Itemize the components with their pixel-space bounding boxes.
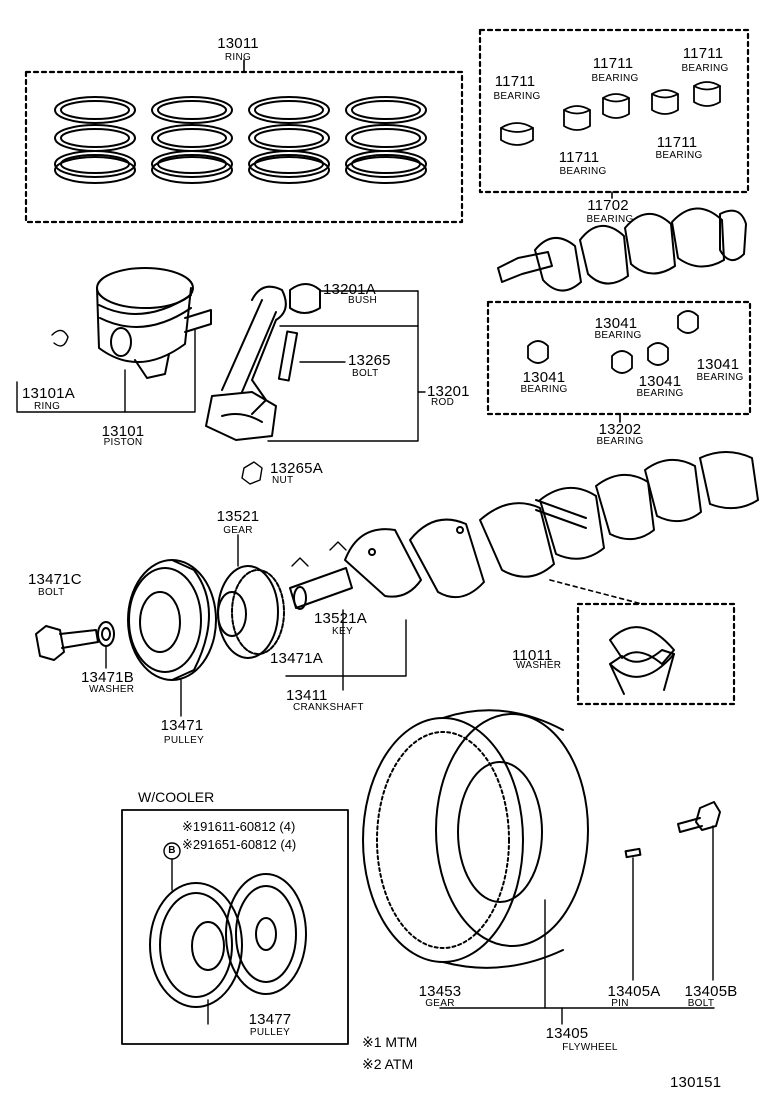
gear-name: GEAR (223, 525, 253, 536)
piston-number: 13101 (101, 423, 145, 440)
piston-leader-lines (16, 329, 196, 413)
bearing-a-name: BEARING (493, 91, 541, 102)
rod-bolt-number: 13265 (348, 352, 391, 369)
rod-bearing-a-name: BEARING (594, 330, 642, 341)
rod-bearing-a-number: 13041 (594, 315, 638, 332)
thrust-washer-number: 11011 (512, 647, 553, 664)
cooler-marker-label: B (168, 845, 176, 856)
rod-number: 13201 (427, 383, 470, 400)
crankshaft-name: CRANKSHAFT (293, 702, 364, 713)
bearing-b-name: BEARING (591, 73, 639, 84)
rod-bearing-box (486, 300, 752, 423)
bearing-e-number: 11711 (656, 134, 698, 151)
rod-bolt-name: BOLT (352, 368, 379, 379)
pulley-name: PULLEY (163, 735, 205, 746)
figure-number: 130151 (670, 1074, 722, 1091)
cooler-pulley-drawing (149, 842, 307, 1025)
rod-name: ROD (431, 397, 455, 408)
cooler-pulley-number: 13477 (248, 1011, 292, 1028)
flywheel-number: 13405 (545, 1025, 589, 1042)
crank-bearing-shells (500, 81, 721, 146)
rod-bearing-b-number: 13041 (522, 369, 566, 386)
cooler-pulley-name: PULLEY (249, 1027, 291, 1038)
rod-bearing-set-number: 13202 (598, 421, 642, 438)
pulley-number: 13471 (160, 717, 204, 734)
cooler-box-title: W/COOLER (138, 789, 215, 805)
fw-bolt-name: BOLT (687, 998, 715, 1009)
piston-ring-name: RING (34, 401, 61, 412)
cooler-box-frame (121, 809, 349, 1045)
ring-set-box (24, 59, 464, 224)
ring-gear-number: 13453 (418, 983, 462, 1000)
thrust-washer-box (549, 579, 736, 706)
ring-set-number: 13011 (217, 35, 259, 52)
bearing-c-name: BEARING (681, 63, 729, 74)
ring-set-name: RING (224, 52, 252, 63)
piston-ring-number: 13101A (22, 385, 75, 402)
ring-gear-name: GEAR (425, 998, 455, 1009)
key-number: 13521A (314, 610, 367, 627)
piston-name: PISTON (103, 437, 143, 448)
crankshaft-number: 13411 (286, 687, 328, 704)
note-2: ※2 ATM (362, 1056, 414, 1072)
thrust-washer-name: WASHER (516, 660, 562, 671)
timing-gear-drawing (217, 565, 285, 659)
nut-number: 13265A (270, 460, 323, 477)
bearing-a-number: 11711 (494, 73, 536, 90)
rod-bearing-set-name: BEARING (596, 436, 644, 447)
bearing-c-number: 11711 (682, 45, 724, 62)
gear-number: 13521 (216, 508, 260, 525)
note-1: ※1 MTM (362, 1034, 418, 1050)
pulley-bolt-drawing (35, 621, 115, 661)
pin-name: PIN (611, 998, 629, 1009)
key-name: KEY (332, 626, 353, 637)
crankshaft-leader-lines (105, 534, 407, 717)
main-bearing-number: 11702 (587, 197, 629, 214)
rod-bearing-c-number: 13041 (638, 373, 682, 390)
connecting-rod-drawing (205, 283, 321, 441)
rod-bearing-d-name: BEARING (696, 372, 744, 383)
main-bearing-name: BEARING (586, 214, 634, 225)
pulley-drawing (127, 559, 217, 681)
crank-bearing-box (478, 28, 750, 199)
bearing-d-name: BEARING (559, 166, 607, 177)
washer-number: 13471B (81, 669, 134, 686)
flywheel-drawing (362, 709, 589, 969)
pulley-bolt-name: BOLT (38, 587, 65, 598)
fw-bolt-number: 13405B (684, 983, 738, 1000)
bush-number: 13201A (323, 281, 376, 298)
crank-sub-number: 13471A (270, 650, 323, 667)
crankshaft-small-view (497, 207, 747, 292)
thrust-washer-drawing (609, 626, 675, 695)
nut-name: NUT (272, 475, 294, 486)
cooler-part-line-1: ※191611-60812 (4) (182, 819, 296, 834)
pin-number: 13405A (607, 983, 661, 1000)
bearing-b-number: 11711 (592, 55, 634, 72)
flywheel-name: FLYWHEEL (562, 1042, 618, 1053)
cooler-part-line-2: ※291651-60812 (4) (182, 837, 297, 852)
rod-bearing-d-number: 13041 (696, 356, 740, 373)
pulley-bolt-number: 13471C (28, 571, 82, 588)
flywheel-leader-lines (439, 825, 715, 1025)
piston-drawing (96, 267, 212, 379)
rod-bearing-b-name: BEARING (520, 384, 568, 395)
washer-name: WASHER (89, 684, 135, 695)
piston-rings (54, 96, 427, 184)
bearing-d-number: 11711 (558, 149, 600, 166)
bearing-e-name: BEARING (655, 150, 703, 161)
rod-leader-lines (241, 290, 426, 485)
rod-bearing-c-name: BEARING (636, 388, 684, 399)
rod-bearing-shells (527, 310, 699, 374)
bush-name: BUSH (348, 295, 377, 306)
flywheel-bolt-drawing (624, 801, 721, 859)
crankshaft-drawing (289, 451, 759, 610)
